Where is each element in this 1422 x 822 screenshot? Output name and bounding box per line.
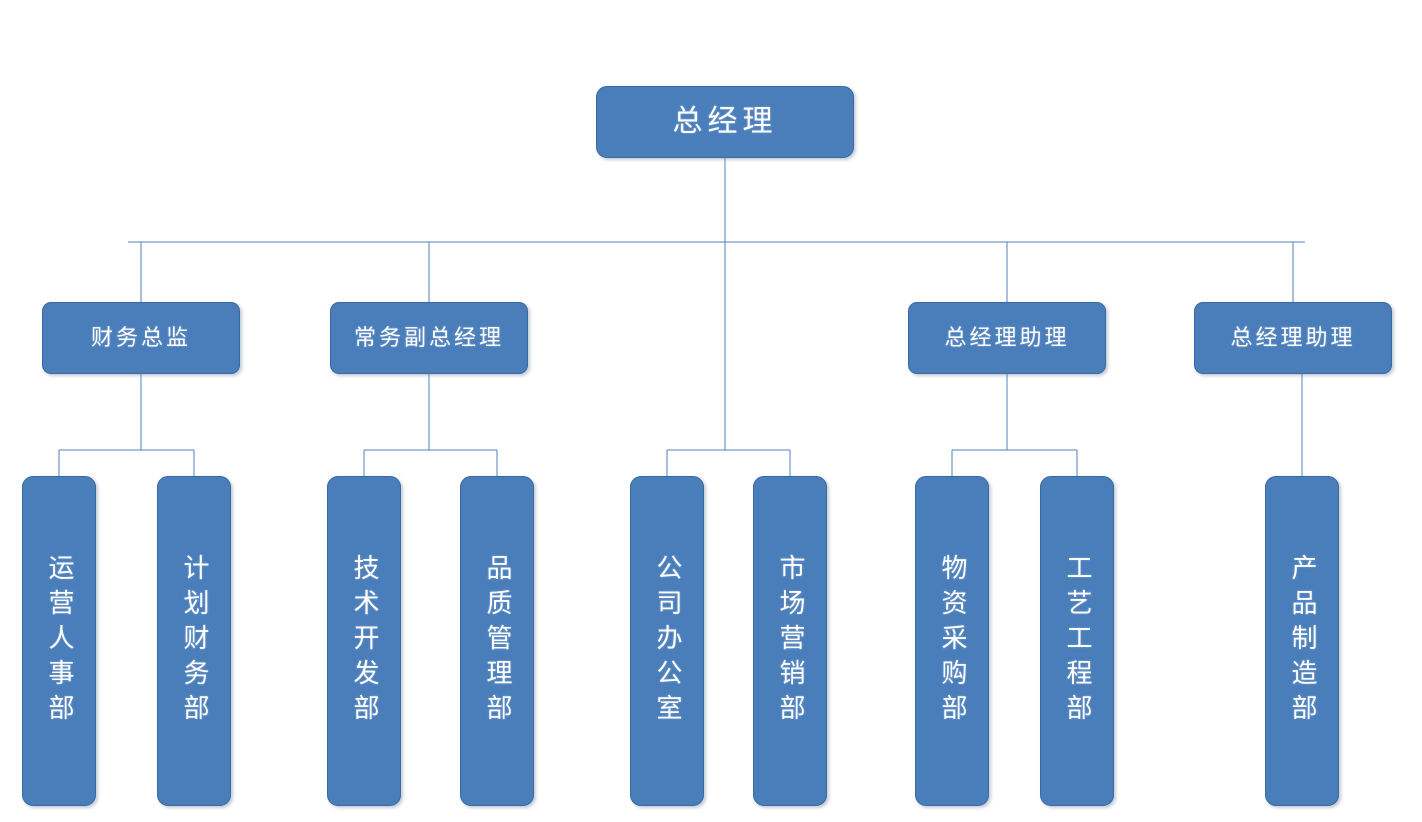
node-label: 总经理助理 [944,325,1070,351]
node-operations-hr-dept[interactable]: 运营人事部 [22,476,96,806]
node-label: 技术开发部 [350,553,379,729]
node-executive-deputy-gm[interactable]: 常务副总经理 [330,302,528,374]
node-manufacturing-dept[interactable]: 产品制造部 [1265,476,1339,806]
node-general-manager[interactable]: 总经理 [596,86,854,158]
node-label: 总经理助理 [1230,325,1356,351]
node-label: 品质管理部 [483,553,512,729]
node-label: 运营人事部 [45,553,74,729]
node-quality-mgmt-dept[interactable]: 品质管理部 [460,476,534,806]
node-planning-finance-dept[interactable]: 计划财务部 [157,476,231,806]
node-label: 财务总监 [90,325,191,351]
node-procurement-dept[interactable]: 物资采购部 [915,476,989,806]
node-label: 市场营销部 [776,553,805,729]
node-label: 总经理 [672,105,778,139]
node-label: 常务副总经理 [353,325,504,351]
node-gm-assistant-2[interactable]: 总经理助理 [1194,302,1392,374]
node-cfo[interactable]: 财务总监 [42,302,240,374]
node-label: 产品制造部 [1288,553,1317,729]
node-label: 工艺工程部 [1063,553,1092,729]
node-label: 计划财务部 [180,553,209,729]
node-company-office[interactable]: 公司办公室 [630,476,704,806]
node-tech-development-dept[interactable]: 技术开发部 [327,476,401,806]
node-process-eng-dept[interactable]: 工艺工程部 [1040,476,1114,806]
node-gm-assistant-1[interactable]: 总经理助理 [908,302,1106,374]
node-marketing-dept[interactable]: 市场营销部 [753,476,827,806]
node-label: 物资采购部 [938,553,967,729]
node-label: 公司办公室 [653,553,682,729]
